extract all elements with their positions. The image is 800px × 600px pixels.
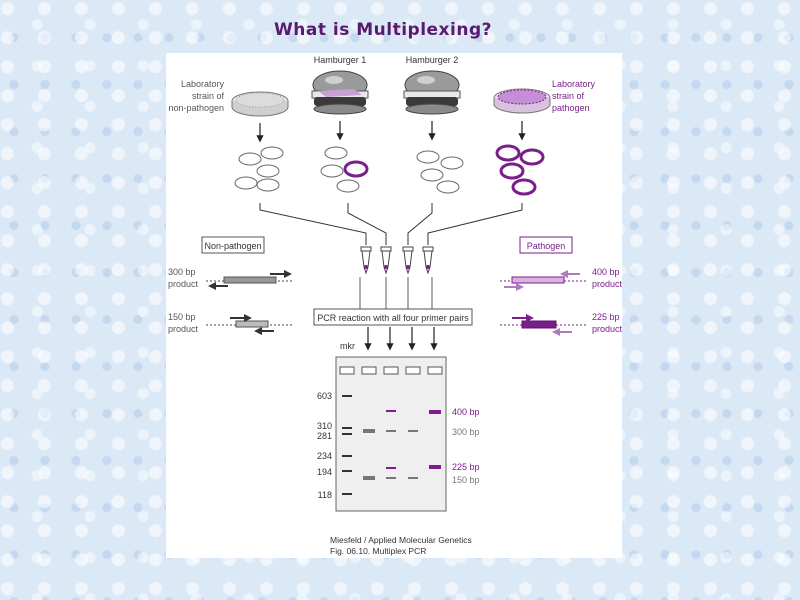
hamburger-2-image — [403, 70, 461, 115]
product-diagram-225bp — [500, 314, 586, 336]
svg-text:product: product — [168, 324, 199, 334]
svg-text:Miesfeld / Applied Molecular G: Miesfeld / Applied Molecular Genetics — [330, 535, 472, 545]
svg-text:150 bp: 150 bp — [452, 475, 480, 485]
svg-text:Non-pathogen: Non-pathogen — [204, 241, 261, 251]
nonpathogen-box: Non-pathogen — [201, 236, 265, 254]
pcr-tubes — [360, 246, 434, 275]
svg-text:400 bp: 400 bp — [452, 407, 480, 417]
petri-dish-nonpathogen — [231, 91, 289, 117]
product-diagram-150bp — [206, 314, 294, 335]
svg-text:strain of: strain of — [192, 91, 225, 101]
svg-text:603: 603 — [317, 391, 332, 401]
connector-lines — [259, 203, 523, 245]
svg-text:225 bp: 225 bp — [592, 312, 620, 322]
svg-text:194: 194 — [317, 467, 332, 477]
svg-text:strain of: strain of — [552, 91, 585, 101]
product-diagram-400bp — [500, 270, 586, 291]
source-arrows — [256, 121, 526, 143]
cells-nonpathogen — [234, 146, 284, 192]
gel-bands — [342, 395, 441, 495]
svg-text:234: 234 — [317, 451, 332, 461]
cells-hamburger-2 — [416, 150, 464, 194]
product-diagram-300bp — [206, 270, 294, 290]
label-hamburger-2: Hamburger 2 — [406, 55, 459, 65]
svg-text:Pathogen: Pathogen — [527, 241, 566, 251]
svg-text:300 bp: 300 bp — [168, 267, 196, 277]
gel-mkr-label: mkr — [340, 341, 355, 351]
cells-pathogen — [495, 144, 545, 196]
gel-marker-sizes: 603 310 281 234 194 118 — [317, 391, 332, 500]
svg-text:150 bp: 150 bp — [168, 312, 196, 322]
product-label-225bp: 225 bp product — [592, 312, 622, 334]
svg-text:product: product — [592, 324, 622, 334]
svg-text:300 bp: 300 bp — [452, 427, 480, 437]
product-label-400bp: 400 bp product — [592, 267, 622, 289]
svg-text:310: 310 — [317, 421, 332, 431]
gel-arrows — [364, 327, 438, 351]
svg-text:Fig. 06.10. Multiplex PCR: Fig. 06.10. Multiplex PCR — [330, 546, 426, 556]
svg-text:Laboratory: Laboratory — [552, 79, 596, 89]
product-label-150bp: 150 bp product — [168, 312, 199, 334]
product-label-300bp: 300 bp product — [168, 267, 199, 289]
svg-text:PCR reaction with all four pri: PCR reaction with all four primer pairs — [317, 313, 469, 323]
svg-text:product: product — [592, 279, 622, 289]
gel — [335, 356, 447, 512]
petri-dish-pathogen — [493, 88, 551, 114]
svg-text:118: 118 — [318, 490, 332, 500]
gel-band-labels: 400 bp 300 bp 225 bp 150 bp — [452, 407, 480, 485]
label-lab-pathogen: Laboratory strain of pathogen — [552, 79, 596, 113]
svg-text:pathogen: pathogen — [552, 103, 590, 113]
slide-title: What is Multiplexing? — [274, 20, 492, 40]
pathogen-box: Pathogen — [519, 236, 573, 254]
svg-text:Laboratory: Laboratory — [181, 79, 225, 89]
hamburger-1-image — [311, 70, 369, 115]
cells-hamburger-1 — [320, 146, 369, 193]
svg-text:product: product — [168, 279, 199, 289]
svg-text:225 bp: 225 bp — [452, 462, 480, 472]
label-hamburger-1: Hamburger 1 — [314, 55, 367, 65]
label-lab-nonpathogen: Laboratory strain of non-pathogen — [168, 79, 224, 113]
pcr-reaction-box: PCR reaction with all four primer pairs — [313, 308, 473, 326]
svg-text:400 bp: 400 bp — [592, 267, 620, 277]
multiplex-pcr-figure: Laboratory strain of non-pathogen Hambur… — [166, 53, 622, 558]
figure-caption: Miesfeld / Applied Molecular Genetics Fi… — [330, 535, 472, 556]
svg-text:non-pathogen: non-pathogen — [168, 103, 224, 113]
svg-text:281: 281 — [317, 431, 332, 441]
